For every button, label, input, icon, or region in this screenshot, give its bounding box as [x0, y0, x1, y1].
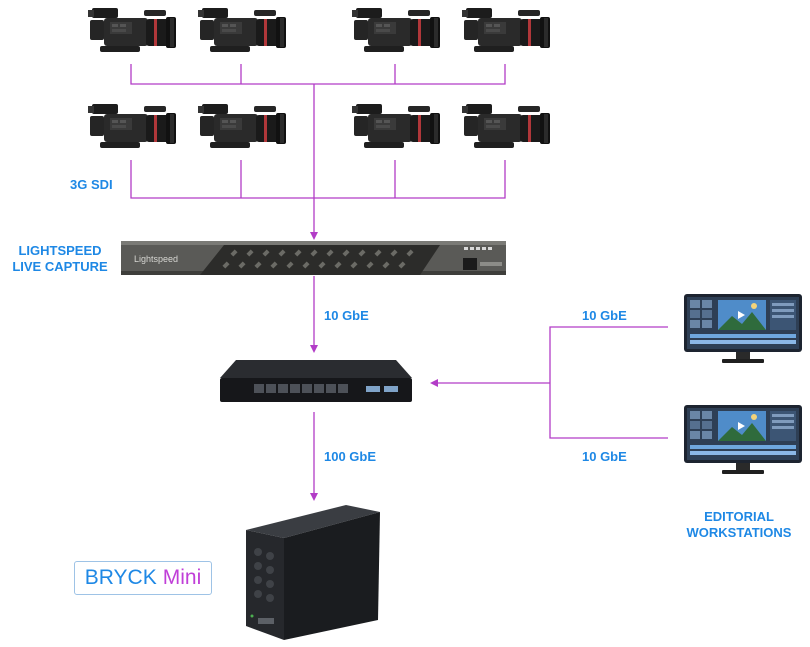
storage-model: Mini — [162, 566, 202, 589]
capture-unit: Lightspeed — [121, 241, 506, 275]
camera-3 — [352, 8, 440, 52]
link-ws-top-label: 10 GbE — [582, 308, 627, 323]
workstation-1 — [684, 294, 802, 363]
workstation-2 — [684, 405, 802, 474]
network-switch — [220, 360, 412, 402]
storage-brand-box: BRYCK Mini — [74, 561, 212, 595]
storage-device — [246, 505, 380, 640]
link-workstations — [436, 326, 668, 439]
camera-4 — [462, 8, 550, 52]
capture-unit-text: Lightspeed — [134, 254, 178, 264]
link-switch-storage-label: 100 GbE — [324, 449, 377, 464]
workstations-label-line2: WORKSTATIONS — [686, 525, 792, 540]
arrow-to-capture — [310, 232, 318, 240]
capture-label-line2: LIVE CAPTURE — [12, 259, 108, 274]
capture-label-line1: LIGHTSPEED — [18, 243, 102, 258]
storage-brand: BRYCK — [84, 566, 157, 589]
camera-8 — [462, 104, 550, 148]
link-capture-switch-label: 10 GbE — [324, 308, 369, 323]
arrow-to-switch — [310, 345, 318, 353]
camera-1 — [88, 8, 176, 52]
camera-5 — [88, 104, 176, 148]
arrow-to-storage — [310, 493, 318, 501]
workstations-label-line1: EDITORIAL — [704, 509, 774, 524]
workstations-label: EDITORIAL WORKSTATIONS — [672, 509, 806, 541]
camera-2 — [198, 8, 286, 52]
sdi-connectors — [130, 64, 506, 234]
link-ws-bottom-label: 10 GbE — [582, 449, 627, 464]
camera-7 — [352, 104, 440, 148]
camera-6 — [198, 104, 286, 148]
capture-label: LIGHTSPEED LIVE CAPTURE — [4, 243, 116, 275]
sdi-label: 3G SDI — [70, 177, 113, 192]
arrow-to-switch-from-ws — [430, 379, 438, 387]
